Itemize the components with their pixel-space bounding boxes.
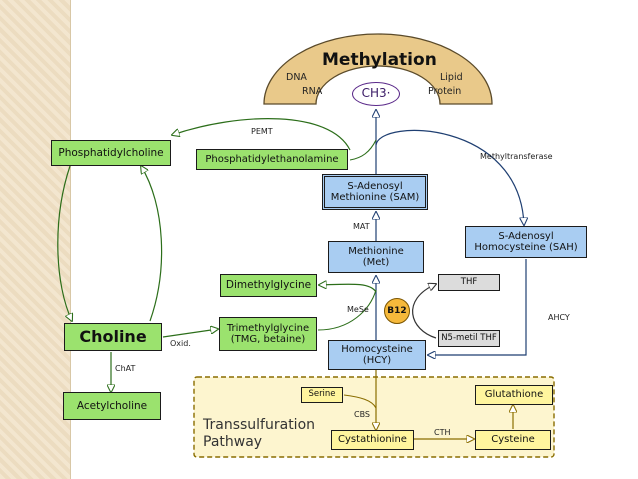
enzyme-cth: CTH xyxy=(434,428,451,437)
arrow-methyltransferase xyxy=(375,129,524,225)
lipid-label: Lipid xyxy=(440,72,463,83)
node-glutathione: Glutathione xyxy=(475,385,553,405)
node-thf: THF xyxy=(438,274,500,291)
transsulfuration-title-line1: Transsulfuration xyxy=(203,417,316,433)
arrow-choline-to-pc xyxy=(141,166,163,322)
enzyme-chat: ChAT xyxy=(115,364,136,373)
dna-label: DNA xyxy=(286,72,307,83)
node-phosphatidylcholine: Phosphatidylcholine xyxy=(51,140,171,166)
node-trimethylglycine: Trimethylglycine(TMG, betaine) xyxy=(219,317,317,351)
arrow-tmg-to-dmg xyxy=(319,284,377,293)
enzyme-ahcy: AHCY xyxy=(548,313,570,322)
arrow-oxid xyxy=(162,329,218,338)
enzyme-methyltransferase: Methyltransferase xyxy=(480,152,553,161)
transsulfuration-panel xyxy=(193,376,555,458)
node-acetylcholine: Acetylcholine xyxy=(63,392,161,420)
node-dimethylglycine: Dimethylglycine xyxy=(220,274,317,297)
node-b12: B12 xyxy=(384,298,410,324)
node-n5-methyl-thf: N5-metil THF xyxy=(438,330,500,347)
enzyme-oxid: Oxid. xyxy=(170,339,191,348)
enzyme-mese: MeSe xyxy=(347,305,369,314)
methylation-title: Methylation xyxy=(322,50,437,70)
protein-label: Protein xyxy=(428,86,462,97)
arrow-pc-to-choline xyxy=(57,165,72,321)
enzyme-cbs: CBS xyxy=(354,410,371,419)
node-cysteine: Cysteine xyxy=(475,430,551,450)
ch3-label: CH3· xyxy=(361,86,391,101)
arrow-tmg-to-cycle xyxy=(317,289,377,331)
node-methionine: Methionine(Met) xyxy=(328,241,424,273)
arrow-serine-into-cbs xyxy=(343,394,377,409)
arrow-n5thf-to-thf xyxy=(412,284,436,339)
node-cystathionine: Cystathionine xyxy=(331,430,414,450)
link-pe-sam xyxy=(349,139,377,161)
enzyme-mat: MAT xyxy=(353,222,370,231)
decorative-side-stripe xyxy=(0,0,71,479)
arrow-pemt xyxy=(172,118,351,151)
rna-label: RNA xyxy=(302,86,323,97)
ch3-ellipse: CH3· xyxy=(352,82,400,106)
methylation-arc xyxy=(263,33,493,105)
enzyme-pemt: PEMT xyxy=(251,127,273,136)
arrow-ahcy xyxy=(428,259,527,355)
node-serine: Serine xyxy=(301,387,343,403)
node-homocysteine: Homocysteine(HCY) xyxy=(328,340,426,370)
node-choline: Choline xyxy=(64,323,162,351)
transsulfuration-title-line2: Pathway xyxy=(203,434,263,450)
node-phosphatidylethanolamine: Phosphatidylethanolamine xyxy=(196,149,348,170)
